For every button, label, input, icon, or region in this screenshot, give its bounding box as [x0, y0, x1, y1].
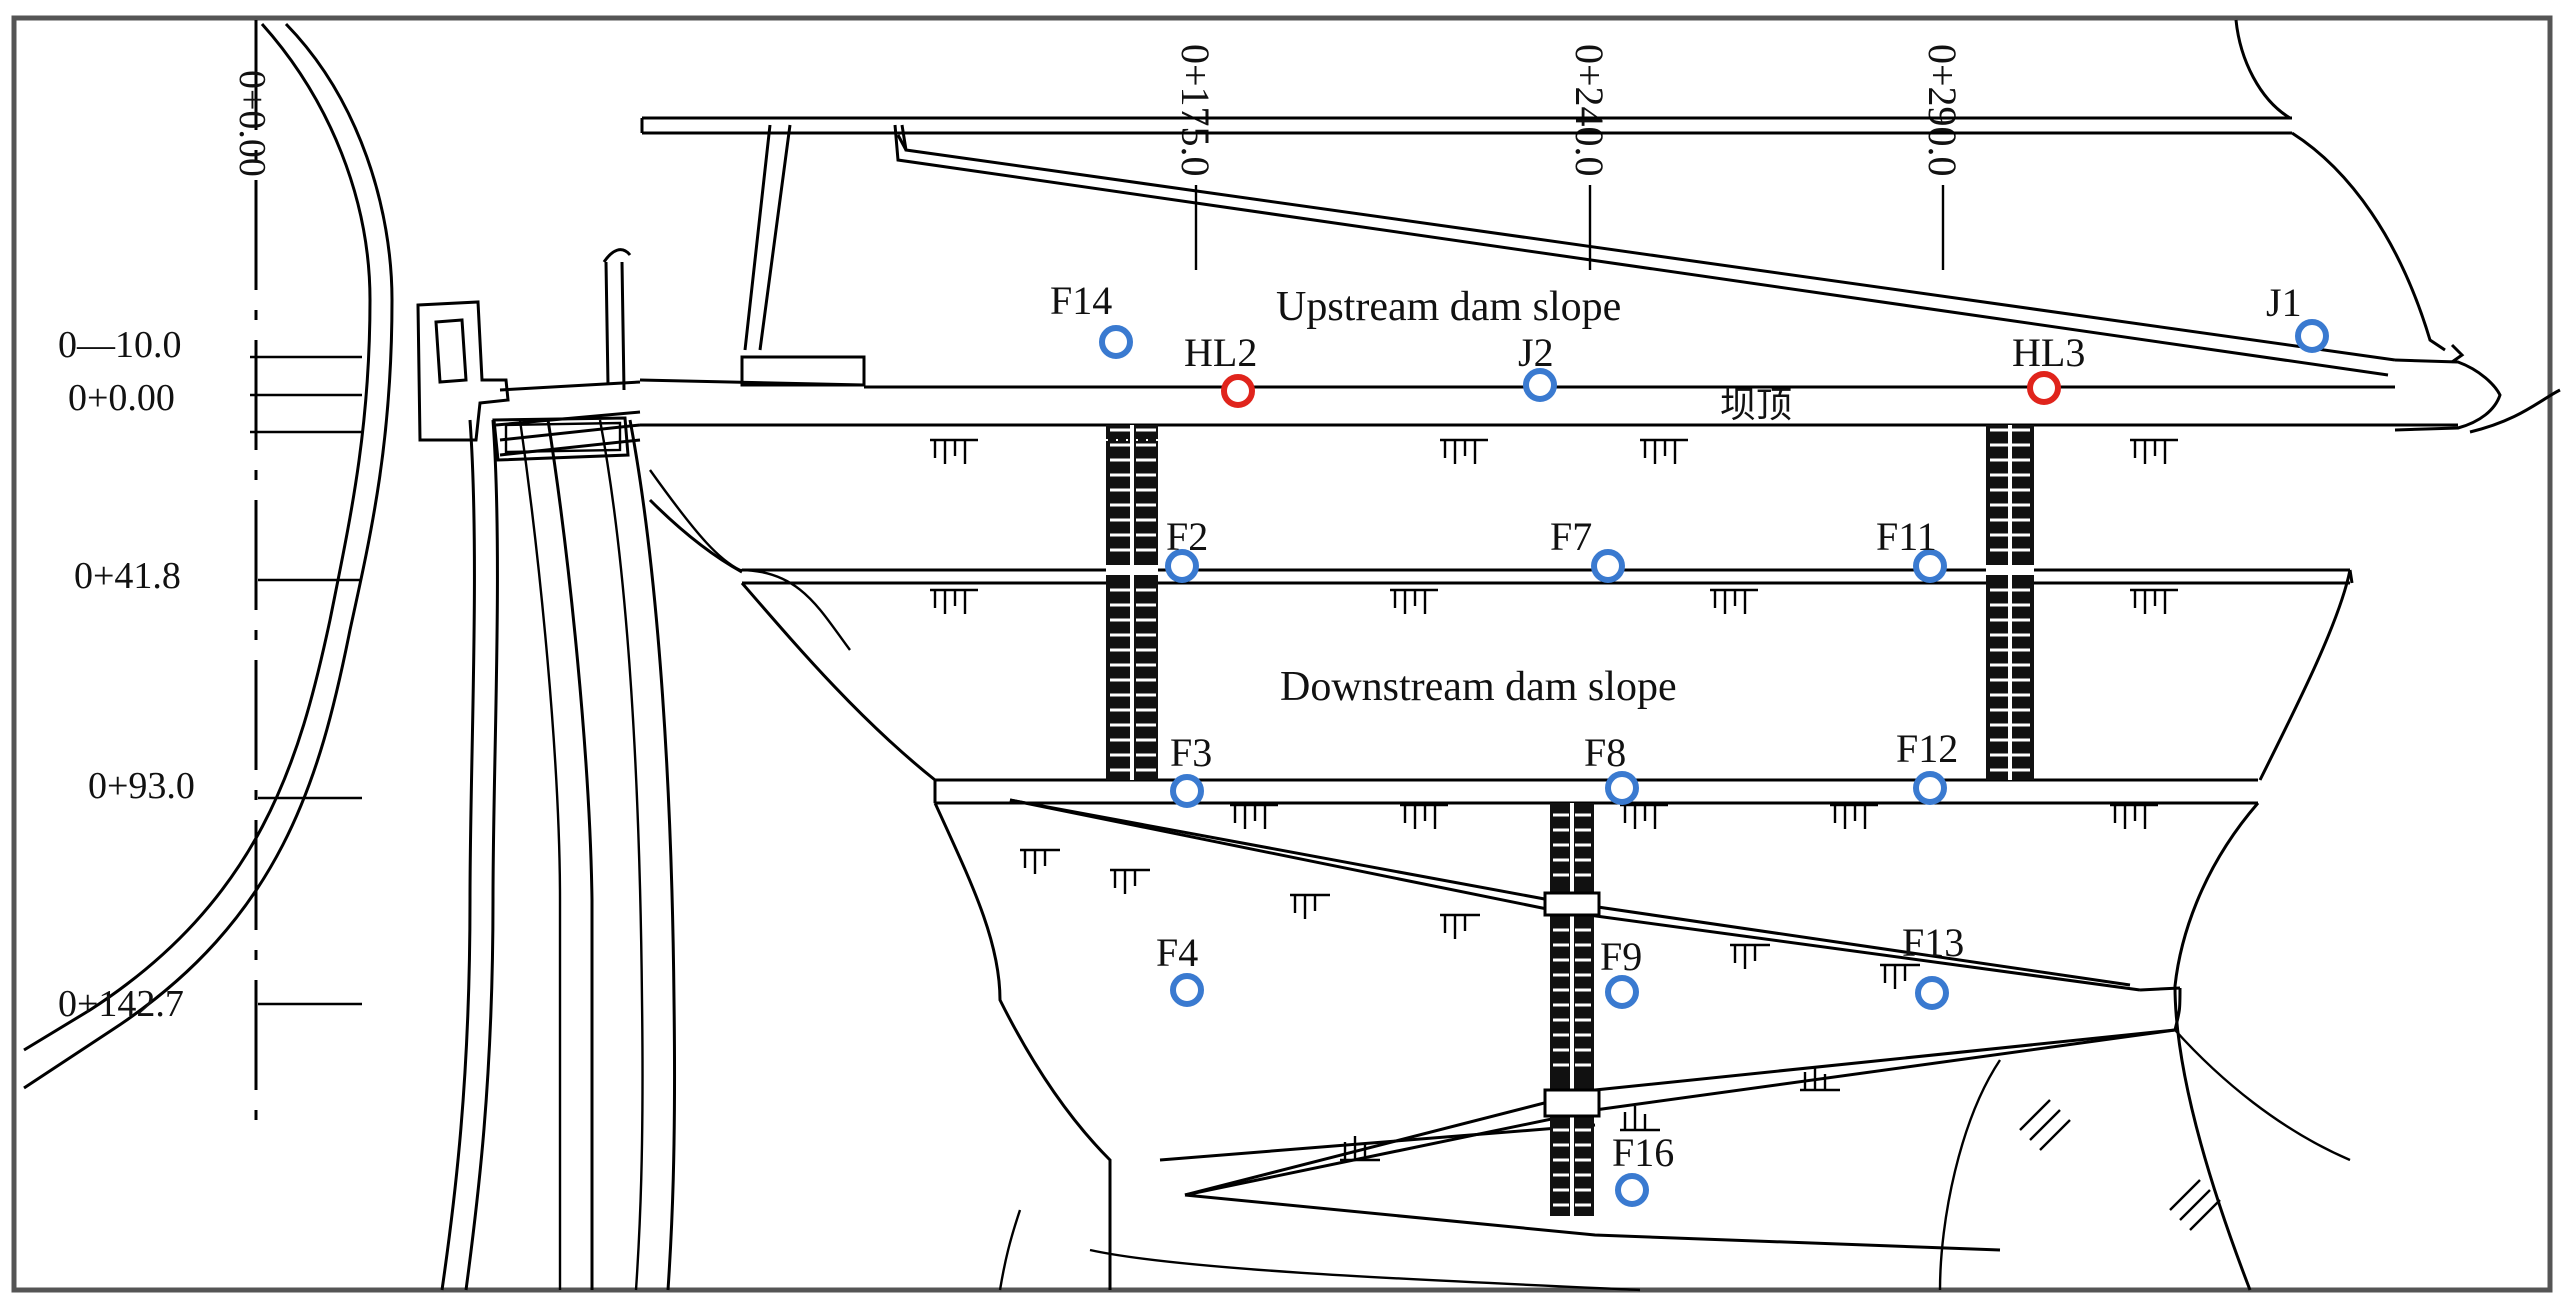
monitoring-point-marker[interactable]	[1913, 549, 1947, 583]
stair-treads	[1110, 428, 2030, 1207]
monitoring-point-label: J1	[2266, 280, 2302, 325]
monitoring-point-marker[interactable]	[1170, 973, 1204, 1007]
monitoring-point-label: HL3	[2012, 330, 2085, 375]
lower-berms	[998, 798, 2351, 1292]
monitoring-point-marker[interactable]	[1615, 1173, 1649, 1207]
offset-label: 0+93.0	[88, 765, 195, 807]
offset-label: 0—10.0	[58, 324, 182, 366]
monitoring-point-marker[interactable]	[1165, 549, 1199, 583]
downstream-label: Downstream dam slope	[1280, 664, 1677, 710]
station-label: 0+240.0	[1567, 44, 1612, 177]
monitoring-point-marker[interactable]	[1523, 368, 1557, 402]
monitoring-point-marker[interactable]	[1605, 975, 1639, 1009]
crest-label: 坝顶	[1720, 385, 1792, 425]
monitoring-point-label: F2	[1166, 514, 1208, 559]
monitoring-point-marker[interactable]	[1605, 771, 1639, 805]
monitoring-point-marker[interactable]	[1170, 774, 1204, 808]
offset-label: 0+142.7	[58, 983, 184, 1025]
offset-labels: 0—10.0 0+0.00 0+41.8 0+93.0 0+142.7	[58, 324, 362, 1025]
monitoring-point-label: F8	[1584, 730, 1626, 775]
frame-border	[11, 15, 2553, 1293]
downstream-slope: Downstream dam slope	[648, 498, 2354, 1291]
station-label: 0+290.0	[1920, 44, 1965, 177]
monitoring-point-label: F3	[1170, 730, 1212, 775]
spillway-channel	[23, 22, 851, 1291]
monitoring-point-label: F4	[1156, 930, 1198, 975]
monitoring-point-label: F13	[1902, 920, 1964, 965]
monitoring-points: F14 HL2 J2 HL3 J1 F2 F7 F11 F3 F8 F12 F4	[1050, 278, 2329, 1207]
monitoring-point-marker[interactable]	[2027, 371, 2061, 405]
monitoring-point-label: F12	[1896, 726, 1958, 771]
stairway-left	[1106, 425, 1158, 780]
dam-axis: 0+0.00	[231, 20, 273, 1130]
dam-crest: 坝顶	[639, 343, 2561, 434]
upstream-slope: Upstream dam slope	[640, 19, 2446, 387]
monitoring-point-label: F11	[1876, 514, 1937, 559]
station-markers: 0+175.0 0+240.0 0+290.0	[1173, 44, 1965, 270]
station-label: 0+175.0	[1173, 44, 1218, 177]
upstream-label: Upstream dam slope	[1276, 284, 1621, 330]
drain-tick-marks	[930, 438, 2221, 1231]
monitoring-point-label: F16	[1612, 1130, 1674, 1175]
offset-label: 0+41.8	[74, 555, 181, 597]
offset-label: 0+0.00	[68, 377, 175, 419]
monitoring-point-label: F14	[1050, 278, 1112, 323]
monitoring-point-marker[interactable]	[1915, 976, 1949, 1010]
monitoring-point-marker[interactable]	[1099, 325, 1133, 359]
monitoring-point-marker[interactable]	[1221, 374, 1255, 408]
monitoring-point-marker[interactable]	[1591, 549, 1625, 583]
stairway-right	[1986, 425, 2034, 780]
stairway-center	[1543, 803, 1601, 1216]
monitoring-point-label: HL2	[1184, 330, 1257, 375]
monitoring-point-label: F7	[1550, 514, 1592, 559]
axis-station-label: 0+0.00	[231, 70, 273, 177]
monitoring-point-marker[interactable]	[2295, 319, 2329, 353]
monitoring-point-marker[interactable]	[1913, 771, 1947, 805]
monitoring-point-label: J2	[1518, 330, 1554, 375]
monitoring-point-label: F9	[1600, 934, 1642, 979]
